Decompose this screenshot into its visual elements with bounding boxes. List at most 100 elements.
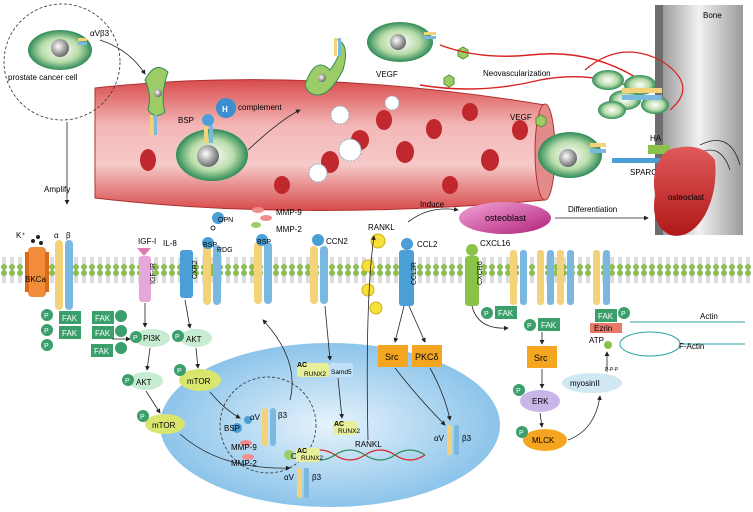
integrin-3: [251, 207, 272, 304]
osteoblast-label: osteoblast: [485, 213, 527, 223]
p-label-pi3k: P: [133, 335, 138, 342]
zoom-circle: [3, 3, 121, 121]
myosin: [562, 373, 622, 393]
nuc-mmp9-label: MMP-9: [231, 443, 257, 452]
differentiation-label: Differentiation: [568, 205, 617, 214]
p-label-akt-right: P: [175, 334, 180, 341]
alpha-label: α: [54, 231, 59, 240]
sparc-label: SPARC: [630, 168, 657, 177]
nuc-rankl-label: RANKL: [355, 440, 382, 449]
bsp-membrane-label: BSP: [203, 242, 217, 249]
fak-label-right-3: FAK: [598, 312, 614, 321]
circulating-cell: [176, 98, 248, 181]
ccl2r-label: CCL2R: [411, 262, 418, 285]
p-label-akt-left: P: [125, 378, 130, 385]
cell-membrane: [0, 256, 753, 286]
cxr2-label: CXR2: [192, 260, 199, 279]
nuc-mmp2-label: MMP-2: [231, 459, 257, 468]
smad5-label: Samd5: [331, 369, 352, 376]
integrin-1: [55, 240, 73, 310]
runx2-label-2: RUNX2: [338, 428, 360, 435]
mtor-label-right: mTOR: [187, 377, 211, 386]
src-label-2: Src: [534, 353, 548, 363]
bone-cells: [584, 51, 684, 119]
neovascularization-label: Neovascularization: [483, 69, 551, 78]
erk-label: ERK: [532, 397, 549, 406]
bsp2-label: BSP: [257, 239, 271, 246]
extravasating-cell: [304, 38, 347, 96]
integrin-group-right: [510, 250, 610, 305]
platelets: [308, 95, 400, 183]
nuc-av-label: αV: [250, 413, 261, 422]
beta-label: β: [66, 231, 71, 240]
il8-label: IL-8: [163, 239, 177, 248]
ccl2-receptor: [399, 238, 414, 306]
nucleus: [160, 343, 500, 507]
rdg-label: RDG: [217, 247, 233, 254]
igf1-label: IGF-I: [138, 237, 156, 246]
cxcr6-receptor: [465, 244, 479, 306]
ccn2-label: CCN2: [326, 237, 348, 246]
p-label-fak-right-3: P: [621, 311, 626, 318]
erk: [513, 384, 560, 412]
p-label-mtor-left: P: [140, 414, 145, 421]
bsp-label-top: BSP: [178, 116, 194, 125]
ac-label-1: AC: [297, 362, 307, 369]
fak-label-4: FAK: [95, 329, 111, 338]
signal-arrows: [112, 235, 610, 471]
nuc-b3-label-3: β3: [462, 434, 472, 443]
mtor-right: [174, 364, 221, 391]
fak-right: [481, 306, 630, 333]
cell-label: prostate cancer cell: [8, 73, 78, 82]
nuc-bsp-label: BSP: [224, 424, 240, 433]
vegf-label-top: VEGF: [376, 70, 398, 79]
runx2-complexes: [296, 363, 357, 462]
vegf-cell-top: [367, 22, 469, 88]
mmp2-label: MMP-2: [276, 225, 302, 234]
integrin-ccn2: [310, 234, 328, 304]
actin-label: Actin: [700, 312, 718, 321]
osteoclast: [653, 146, 716, 236]
runx2-label-1: RUNX2: [304, 371, 326, 378]
p-label-mtor-right: P: [177, 368, 182, 375]
p-label-erk: P: [516, 388, 521, 395]
ha-label: HA: [650, 134, 662, 143]
ccl2-label: CCL2: [417, 240, 438, 249]
fak-phospho: [41, 309, 127, 357]
atp-label: ATP: [589, 336, 604, 345]
osteoclast-label: osteoclast: [668, 193, 705, 202]
p-label-3: P: [44, 343, 49, 350]
actin-filaments: [619, 321, 745, 357]
bone-label: Bone: [703, 11, 722, 20]
bkca-label: BKCa: [25, 275, 46, 284]
cxcr6-label: CXCR6: [477, 261, 484, 285]
akt-left: [122, 372, 163, 390]
amplify-label: Amplify: [44, 185, 70, 194]
ac-label-3: AC: [297, 448, 307, 455]
nuc-av-label-2: αV: [284, 473, 295, 482]
nucleus-integrin: [232, 408, 294, 460]
igf-receptor: [137, 248, 151, 302]
red-blood-cells: [140, 103, 528, 194]
nuc-av-label-3: αV: [434, 434, 445, 443]
vegf-cell-bottom: [535, 114, 606, 178]
akt-label-right: AKT: [186, 335, 202, 344]
nucleus-zoom-circle: [219, 376, 317, 474]
integrin-label: αVβ3: [90, 29, 110, 38]
pkcd-label: PKCδ: [415, 352, 439, 362]
mtor-left: [137, 410, 185, 434]
dna-helix: [304, 449, 426, 461]
complement-label: complement: [238, 103, 282, 112]
nucleus-integrin-2: [297, 425, 459, 498]
p-label-2: P: [44, 328, 49, 335]
mlck: [516, 426, 567, 451]
ezrin-label: Ezrin: [594, 324, 612, 333]
nuc-b3-label: β3: [278, 411, 288, 420]
p-label-mlck: P: [519, 430, 524, 437]
ha-sparc: [612, 145, 670, 163]
k-label: K⁺: [16, 231, 26, 240]
fak-label-3: FAK: [95, 314, 111, 323]
myosin-label: myosinII: [570, 379, 600, 388]
akt-right: [172, 329, 212, 347]
